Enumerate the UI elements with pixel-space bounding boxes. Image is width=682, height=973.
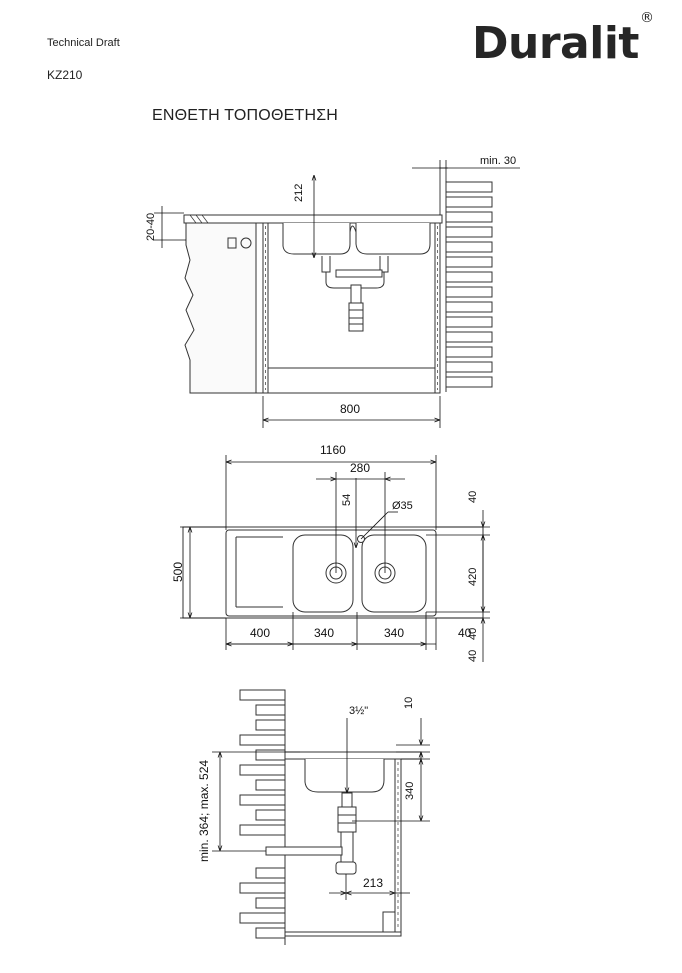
front-trap [348, 302, 364, 332]
brand-logo: Duralit® [472, 10, 654, 69]
dishwasher-panel [184, 222, 257, 394]
side-trap [337, 806, 357, 833]
dim-total-width: 1160 [320, 443, 346, 457]
cabinet-right-wall [434, 222, 441, 394]
top-view [182, 526, 484, 619]
registered-mark: ® [639, 10, 654, 27]
dim-wall-gap: min. 30 [480, 155, 516, 167]
countertop-front [183, 214, 443, 224]
front-view [183, 181, 493, 394]
bowl-left-top [292, 534, 354, 613]
dim-front-extra: 40 [467, 650, 479, 662]
drawing-title: ΕΝΘΕΤΗ ΤΟΠΟΘΕΤΗΣΗ [152, 107, 339, 124]
brick-wall-side [239, 689, 286, 945]
brand-name: Duralit [472, 18, 639, 69]
dim-cabinet-width: 800 [340, 402, 360, 416]
document-type: Technical Draft [47, 37, 120, 49]
dim-drainer: 400 [250, 626, 270, 640]
dim-waste-size: 3½" [349, 705, 368, 717]
dim-counter-thickness: 20-40 [145, 213, 157, 241]
dim-rim: 10 [403, 697, 415, 709]
dim-front-margin: 40 [467, 628, 479, 640]
appliance-knob [227, 237, 237, 249]
dim-right-margin: 40 [458, 626, 472, 640]
brick-wall-front [445, 181, 493, 392]
dim-bowl-right: 340 [384, 626, 404, 640]
dim-bowl-depth-side: 340 [404, 782, 416, 800]
dim-bowl-left: 340 [314, 626, 334, 640]
dim-bowl-height: 420 [467, 568, 479, 586]
trap-bend [335, 861, 357, 875]
cabinet-left-wall [262, 222, 269, 394]
appliance-dial [240, 237, 252, 249]
bowl-right-top [361, 534, 427, 613]
dim-bowl-depth-front: 212 [293, 184, 305, 202]
side-view [239, 689, 422, 945]
model-number: KZ210 [47, 68, 83, 82]
dim-bowl-centers: 280 [350, 461, 370, 475]
overflow-connector [335, 269, 383, 278]
bowl-right-front [355, 223, 431, 255]
drain-pipe [265, 846, 343, 856]
dim-back-margin: 40 [467, 491, 479, 503]
dim-total-depth: 500 [171, 562, 185, 582]
cabinet-base [267, 367, 436, 394]
dim-drain-height: min. 364; max. 524 [197, 760, 211, 862]
dim-tap-hole: Ø35 [392, 500, 413, 512]
bowl-left-front [282, 223, 351, 255]
bowl-side [304, 759, 385, 793]
cabinet-plinth [382, 911, 396, 933]
countertop-side [284, 751, 422, 760]
dim-tap-offset: 54 [341, 494, 353, 506]
dim-trap-offset: 213 [363, 876, 383, 890]
